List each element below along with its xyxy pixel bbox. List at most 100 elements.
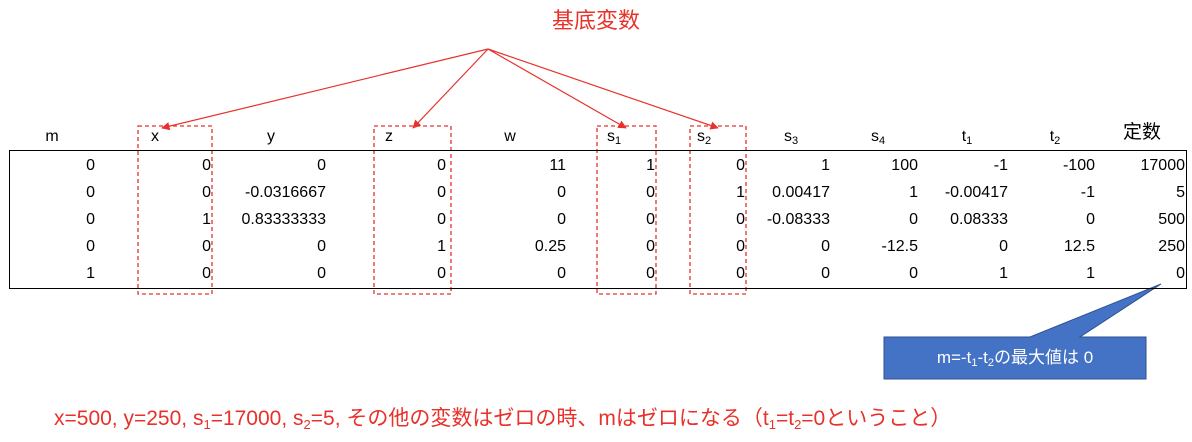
table-cell: 0	[557, 265, 566, 282]
table-cell: 0	[86, 238, 95, 255]
column-header: s4	[838, 126, 918, 148]
column-header: 定数	[1102, 122, 1182, 144]
table-cell: 0	[646, 211, 655, 228]
table-cell: 100	[891, 157, 918, 174]
column-header-subscript: 2	[1054, 135, 1061, 147]
table-cell: 1	[821, 157, 830, 174]
column-header-subscript: 2	[704, 135, 712, 147]
table-cell: 0	[202, 184, 211, 201]
text-run: =0ということ）	[801, 407, 952, 430]
basic-variable-box	[373, 125, 452, 295]
table-cell: 11	[549, 157, 566, 174]
table-cell: 0	[86, 211, 95, 228]
table-cell: 0.83333333	[241, 211, 326, 228]
table-cell: 0	[437, 157, 446, 174]
table-cell: 0	[821, 265, 830, 282]
table-cell: 0	[557, 211, 566, 228]
table-cell: 0	[646, 265, 655, 282]
column-header: z	[349, 126, 429, 148]
table-cell: 0.00417	[772, 184, 830, 201]
table-cell: 0	[736, 265, 745, 282]
table-cell: 0	[317, 265, 326, 282]
basic-variable-box	[689, 125, 747, 295]
table-cell: 0	[202, 265, 211, 282]
basic-variable-arrow	[412, 48, 489, 129]
subscript-text: 1	[203, 417, 211, 432]
column-header: t2	[1015, 126, 1095, 148]
basic-variable-box	[596, 125, 657, 295]
column-header-label: z	[385, 128, 393, 145]
table-cell: -0.0316667	[245, 184, 326, 201]
table-cell: 1	[1086, 265, 1095, 282]
column-header: s1	[574, 126, 654, 148]
column-header-label: s	[783, 128, 792, 145]
text-run: =17000, s	[210, 407, 304, 430]
table-cell: 0	[999, 238, 1008, 255]
callout-pointer-box	[883, 283, 1162, 380]
table-cell: 0.08333	[950, 211, 1008, 228]
column-header: s2	[664, 126, 744, 148]
table-cell: 0	[736, 238, 745, 255]
callout-shape	[883, 283, 1162, 380]
table-cell: 1	[437, 238, 446, 255]
column-header-label: w	[504, 128, 516, 145]
table-cell: 0	[646, 238, 655, 255]
table-cell: 500	[1158, 211, 1185, 228]
max-value-callout-text: m=-t1-t2の最大値は 0	[884, 337, 1146, 379]
subscript-text: 2	[794, 417, 802, 432]
column-header-subscript: 1	[966, 135, 973, 147]
text-run: x=500, y=250, s	[54, 407, 204, 430]
table-cell: 0	[736, 211, 745, 228]
column-header-label: y	[267, 128, 275, 145]
column-header-subscript: 4	[878, 135, 886, 147]
column-header: w	[470, 126, 550, 148]
table-cell: 0	[909, 211, 918, 228]
text-run: の最大値は 0	[993, 348, 1094, 367]
subscript-text: 2	[987, 357, 994, 369]
table-cell: 0	[821, 238, 830, 255]
column-header-label: s	[606, 128, 615, 145]
basic-variable-highlight-boxes	[137, 125, 747, 295]
table-cell: 0	[317, 238, 326, 255]
table-cell: 5	[1176, 184, 1185, 201]
table-cell: 0	[909, 265, 918, 282]
table-cell: 0	[86, 157, 95, 174]
table-cell: -0.00417	[944, 184, 1008, 201]
column-header-label: s	[870, 128, 879, 145]
table-cell: 12.5	[1063, 238, 1095, 255]
tableau-table	[9, 150, 1187, 289]
table-cell: 1	[736, 184, 745, 201]
basic-variable-box	[137, 125, 213, 295]
table-cell: -0.08333	[766, 211, 830, 228]
table-cell: 0	[646, 184, 655, 201]
text-run: m=-t	[936, 348, 972, 367]
column-header-subscript: 1	[614, 135, 622, 147]
basic-variable-arrows	[161, 48, 719, 131]
column-header-label: x	[151, 128, 159, 145]
basic-variables-title: 基底変数	[551, 8, 640, 33]
table-cell: 1	[909, 184, 918, 201]
table-cell: 1	[646, 157, 655, 174]
text-run: -t	[977, 348, 988, 367]
table-cell: 0	[437, 211, 446, 228]
basic-variable-arrow	[487, 48, 627, 129]
column-header-label: m	[45, 128, 59, 145]
table-cell: 1	[86, 265, 95, 282]
subscript-text: 1	[768, 417, 776, 432]
column-header-label: s	[696, 128, 705, 145]
column-header-subscript: 3	[791, 135, 799, 147]
table-cell: 0	[557, 184, 566, 201]
table-cell: 0	[86, 184, 95, 201]
basic-variable-arrow	[161, 48, 489, 131]
subscript-text: 2	[303, 417, 311, 432]
table-cell: 0	[1176, 265, 1185, 282]
column-header-label: t	[961, 128, 967, 145]
table-cell: 0.25	[534, 238, 566, 255]
column-header: x	[115, 126, 195, 148]
table-cell: 0	[202, 238, 211, 255]
table-cell: 0	[317, 157, 326, 174]
table-cell: 0	[736, 157, 745, 174]
table-cell: -1	[993, 157, 1008, 174]
